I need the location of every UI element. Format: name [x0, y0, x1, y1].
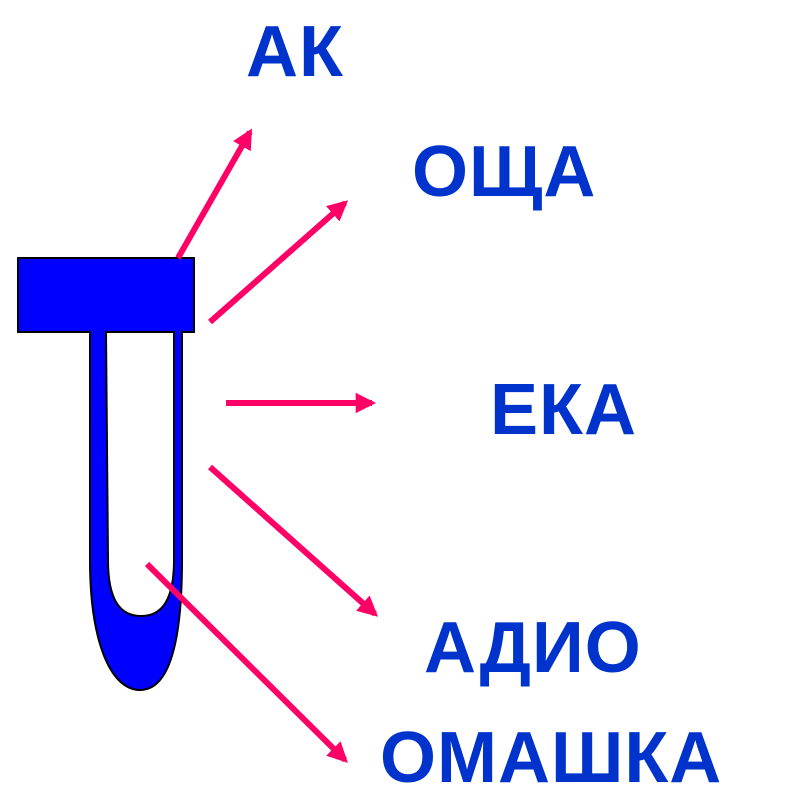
word-eka: ЕКА [490, 370, 637, 450]
arrow-to-adio [208, 464, 379, 617]
word-adio: АДИО [424, 608, 642, 688]
letter-r-icon [17, 257, 195, 692]
arrow-to-ak [175, 128, 253, 260]
word-ak: АК [246, 12, 344, 92]
arrows [144, 128, 379, 763]
word-omashka: ОМАШКА [380, 718, 723, 798]
arrow-to-oshcha [208, 200, 349, 325]
word-oshcha: ОЩА [412, 132, 597, 212]
arrow-to-omashka [144, 561, 348, 763]
letter-r-hollow [104, 331, 175, 618]
